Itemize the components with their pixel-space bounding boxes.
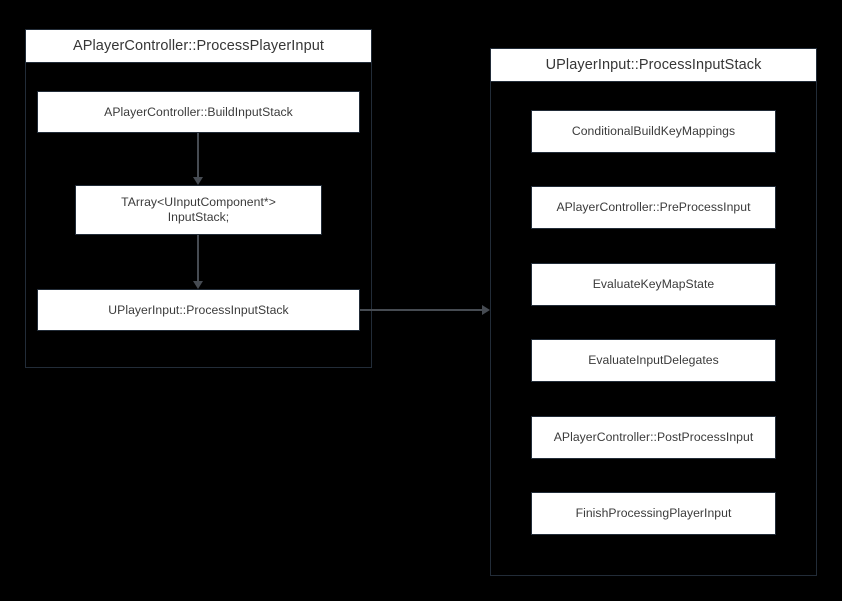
edge-process-to-cluster-line (360, 309, 482, 311)
node-conditional-build-key-mappings[interactable]: ConditionalBuildKeyMappings (531, 110, 776, 153)
edge-build-to-array-line (197, 133, 199, 177)
edge-array-to-process-line (197, 235, 199, 281)
cluster-title-process-player-input: APlayerController::ProcessPlayerInput (25, 29, 372, 63)
node-evaluate-key-map-state[interactable]: EvaluateKeyMapState (531, 263, 776, 306)
node-pre-process-input[interactable]: APlayerController::PreProcessInput (531, 186, 776, 229)
node-evaluate-input-delegates[interactable]: EvaluateInputDelegates (531, 339, 776, 382)
node-process-input-stack-left[interactable]: UPlayerInput::ProcessInputStack (37, 289, 360, 331)
node-finish-processing-player-input[interactable]: FinishProcessingPlayerInput (531, 492, 776, 535)
cluster-title-process-input-stack: UPlayerInput::ProcessInputStack (490, 48, 817, 82)
edge-array-to-process-arrowhead (193, 281, 203, 289)
node-input-stack-array[interactable]: TArray<UInputComponent*> InputStack; (75, 185, 322, 235)
edge-build-to-array-arrowhead (193, 177, 203, 185)
node-build-input-stack[interactable]: APlayerController::BuildInputStack (37, 91, 360, 133)
edge-process-to-cluster-arrowhead (482, 305, 490, 315)
node-post-process-input[interactable]: APlayerController::PostProcessInput (531, 416, 776, 459)
